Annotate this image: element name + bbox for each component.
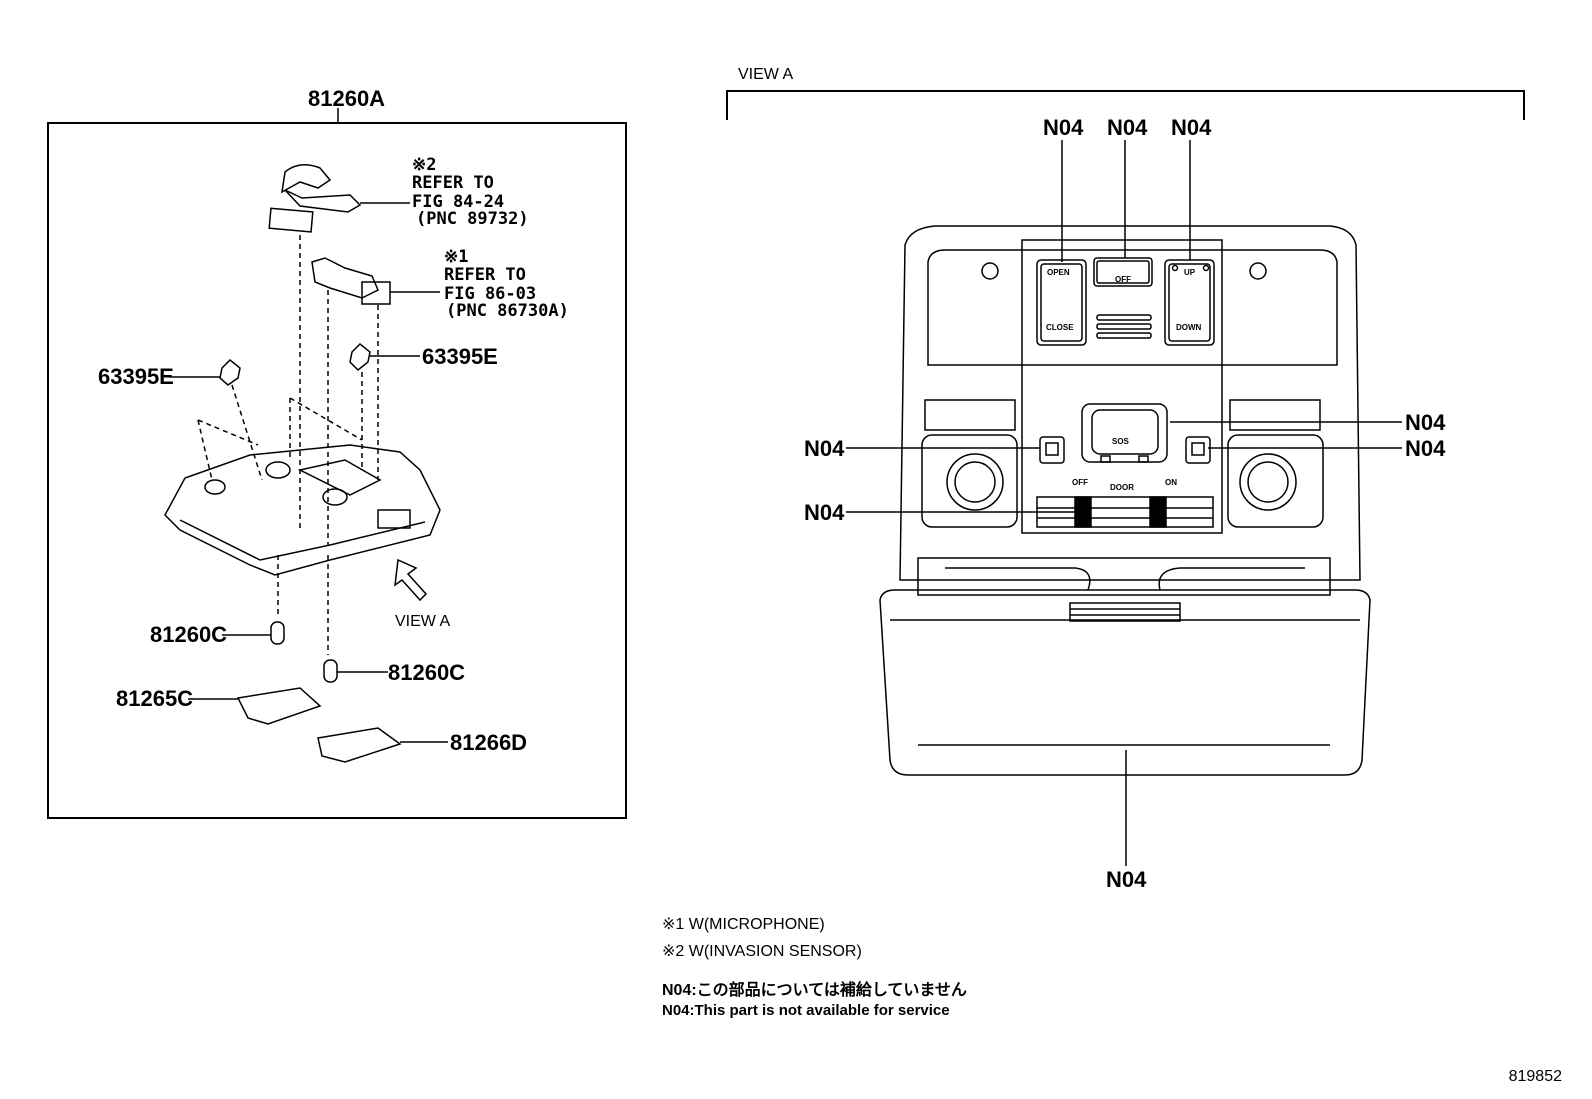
assembly-frame (47, 122, 627, 819)
clip-left-label: 63395E (98, 364, 174, 389)
bulb-left-label: 81260C (150, 622, 227, 647)
console-housing (899, 225, 1361, 581)
lamp-assembly (164, 444, 441, 576)
note-invasion-sensor: ※2 W(INVASION SENSOR) (662, 943, 862, 960)
view-a-arrow-label: VIEW A (395, 613, 450, 630)
lens-right-shape (317, 727, 448, 763)
lens-left-shape (188, 687, 322, 725)
sos-text: SOS (1112, 437, 1130, 446)
ref1-line3: (PNC 86730A) (446, 301, 569, 321)
invasion-sensor-part (268, 164, 410, 233)
up-text: UP (1184, 268, 1196, 277)
ref1-line2: FIG 86-03 (444, 284, 536, 304)
guide-lines (197, 235, 379, 655)
callout-right-1: N04 (1405, 410, 1446, 435)
down-text: DOWN (1176, 323, 1202, 332)
clip-right-label: 63395E (422, 344, 498, 369)
ref2-line2: FIG 84-24 (412, 192, 504, 212)
view-a-arrow (394, 558, 428, 602)
callout-right-2: N04 (1405, 436, 1446, 461)
door-text: DOOR (1110, 483, 1134, 492)
left-lamp-button (1039, 436, 1065, 464)
callout-bottom: N04 (1106, 867, 1147, 892)
close-text: CLOSE (1046, 323, 1074, 332)
left-panel (47, 108, 627, 819)
lens-left-label: 81265C (116, 686, 193, 711)
clip-right-shape (349, 342, 420, 372)
bulb-right-shape (323, 659, 388, 683)
bulb-right-label: 81260C (388, 660, 465, 685)
open-text: OPEN (1047, 268, 1070, 277)
ref2-mark: ※2 (412, 155, 436, 175)
clip-left-shape (170, 358, 241, 386)
sunroof-off-text: OFF (1115, 275, 1131, 284)
right-panel (726, 90, 1525, 866)
callout-top-3: N04 (1171, 115, 1212, 140)
view-a-caption: VIEW A (738, 66, 794, 83)
ref2-line3: (PNC 89732) (416, 209, 529, 229)
right-lamp (1227, 434, 1324, 528)
note-n04-japanese: N04:この部品については補給していません (662, 982, 967, 999)
lens-right-label: 81266D (450, 730, 527, 755)
figure-id: 819852 (1508, 1068, 1562, 1085)
door-switch (1036, 496, 1214, 528)
note-n04-english: N04:This part is not available for servi… (662, 1002, 950, 1019)
callout-top-1: N04 (1043, 115, 1084, 140)
callout-leaders (846, 140, 1402, 866)
right-lamp-button (1185, 436, 1211, 464)
microphone-part (311, 257, 440, 305)
callout-left-2: N04 (804, 500, 845, 525)
ref1-mark: ※1 (444, 247, 468, 267)
ref2-line1: REFER TO (412, 173, 494, 193)
bulb-left-shape (222, 621, 285, 645)
sunroof-off-button (1093, 257, 1153, 287)
left-lamp (921, 434, 1018, 528)
callout-top-2: N04 (1107, 115, 1148, 140)
on-text: ON (1165, 478, 1177, 487)
assembly-label: 81260A (308, 86, 385, 111)
ref1-line1: REFER TO (444, 265, 526, 285)
sos-button (1081, 403, 1168, 463)
note-microphone: ※1 W(MICROPHONE) (662, 916, 825, 933)
off-text: OFF (1072, 478, 1088, 487)
sunglass-box (879, 589, 1371, 776)
callout-left-1: N04 (804, 436, 845, 461)
